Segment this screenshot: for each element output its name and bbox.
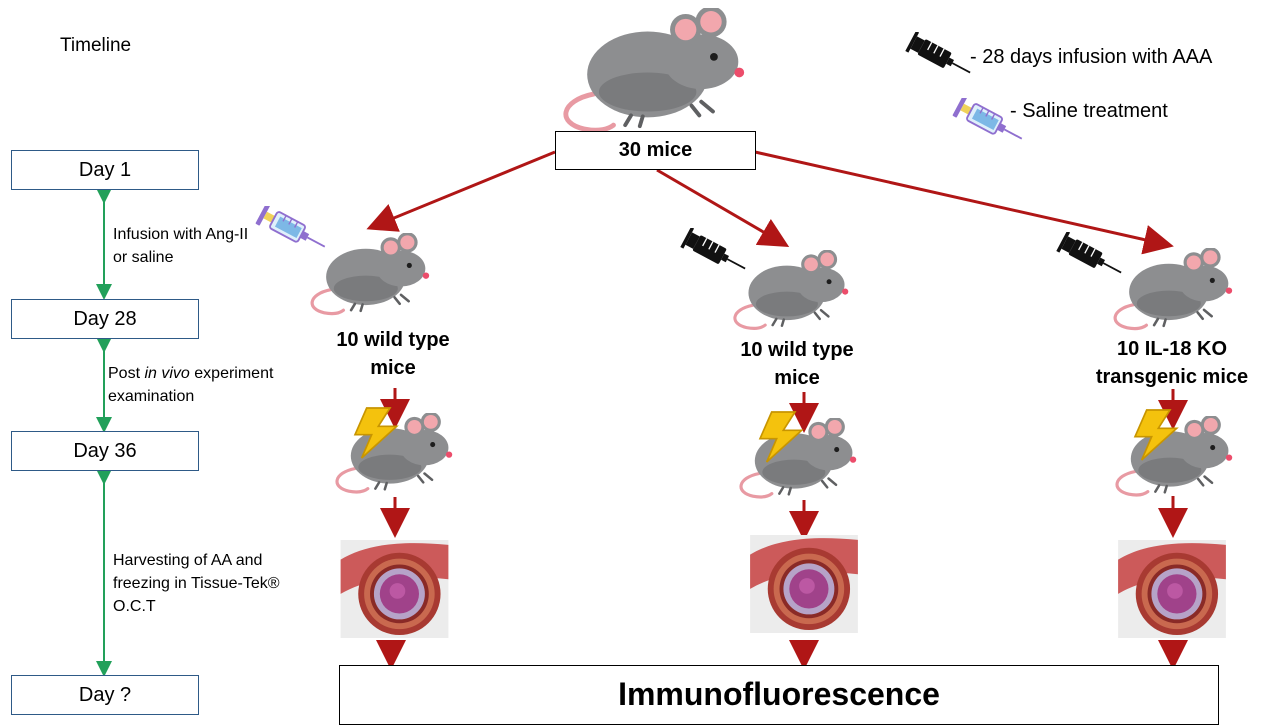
- timeline-step-day-unknown: Day ?: [11, 675, 199, 715]
- mouse-icon: [555, 8, 750, 135]
- timeline-title: Timeline: [60, 35, 132, 56]
- timeline-step-day-1: Day 1: [11, 150, 199, 190]
- interval-2-label: Post in vivo experiment examination: [108, 362, 273, 408]
- interval-1-line-2: or saline: [113, 249, 174, 266]
- final-step: Immunofluorescence: [339, 665, 1219, 725]
- mouse-icon: [1108, 248, 1236, 332]
- timeline-step-day-36: Day 36: [11, 431, 199, 471]
- interval-2-suffix: experiment: [189, 365, 274, 382]
- group-2-line-2: mice: [774, 367, 820, 389]
- timeline-step-day-28: Day 28: [11, 299, 199, 339]
- legend-aaa: - 28 days infusion with AAA: [970, 46, 1213, 68]
- group-1-label: 10 wild type mice: [273, 326, 513, 382]
- black-syringe-icon: [905, 32, 975, 82]
- group-1-line-1: 10 wild type: [336, 329, 450, 351]
- artery-cross-section-icon: [339, 540, 450, 638]
- interval-2-line-2: examination: [108, 388, 195, 405]
- mouse-icon: [728, 250, 852, 332]
- group-3-line-1: 10 IL-18 KO: [1116, 338, 1228, 360]
- interval-3-line-3: O.C.T: [113, 598, 156, 615]
- group-1-line-2: mice: [370, 357, 416, 379]
- lightning-icon: [350, 406, 400, 460]
- group-2-line-1: 10 wild type: [740, 339, 854, 361]
- group-3-line-2: transgenic mice: [1095, 366, 1249, 388]
- artery-cross-section-icon: [748, 535, 860, 633]
- mouse-icon: [305, 233, 433, 317]
- root-to-group1-arrow: [366, 150, 556, 232]
- interval-3-line-2: freezing in Tissue-Tek®: [113, 575, 280, 592]
- lightning-icon: [755, 410, 805, 464]
- interval-1-line-1: Infusion with Ang-II: [113, 226, 249, 243]
- interval-1-label: Infusion with Ang-II or saline: [113, 223, 248, 269]
- group-3-label: 10 IL-18 KO transgenic mice: [1052, 335, 1280, 391]
- legend-saline: - Saline treatment: [1010, 100, 1168, 122]
- root-to-group2-arrow: [656, 168, 790, 248]
- interval-2-prefix: Post: [108, 365, 145, 382]
- lightning-icon: [1130, 408, 1180, 462]
- root-node: 30 mice: [555, 131, 756, 170]
- root-to-group3-arrow: [754, 150, 1174, 255]
- interval-2-line-1: Post in vivo experiment: [108, 362, 273, 385]
- interval-3-label: Harvesting of AA and freezing in Tissue-…: [113, 549, 280, 618]
- interval-3-line-1: Harvesting of AA and: [113, 552, 263, 569]
- artery-cross-section-icon: [1116, 540, 1228, 638]
- interval-2-italic: in vivo: [144, 365, 190, 382]
- group-2-label: 10 wild type mice: [677, 336, 917, 392]
